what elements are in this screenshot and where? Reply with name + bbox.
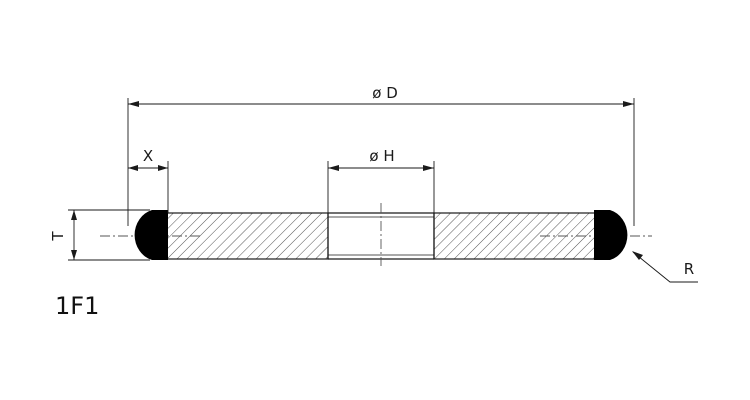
bore-diameter-dimension [328, 165, 434, 171]
outer-diameter-dimension [128, 101, 634, 107]
right-core-section [433, 212, 597, 260]
thickness-dimension [71, 210, 77, 260]
right-abrasive-rim [594, 210, 628, 260]
outer-diameter-label: ø D [372, 84, 398, 102]
bore-diameter-label: ø H [369, 147, 394, 165]
rim-width-dimension [128, 165, 168, 171]
radius-leader [632, 251, 698, 283]
rim-width-label: X [143, 147, 153, 165]
model-code-label: 1F1 [55, 292, 99, 320]
thickness-label: T [49, 231, 67, 242]
left-abrasive-rim [134, 210, 168, 260]
radius-label: R [684, 260, 694, 278]
